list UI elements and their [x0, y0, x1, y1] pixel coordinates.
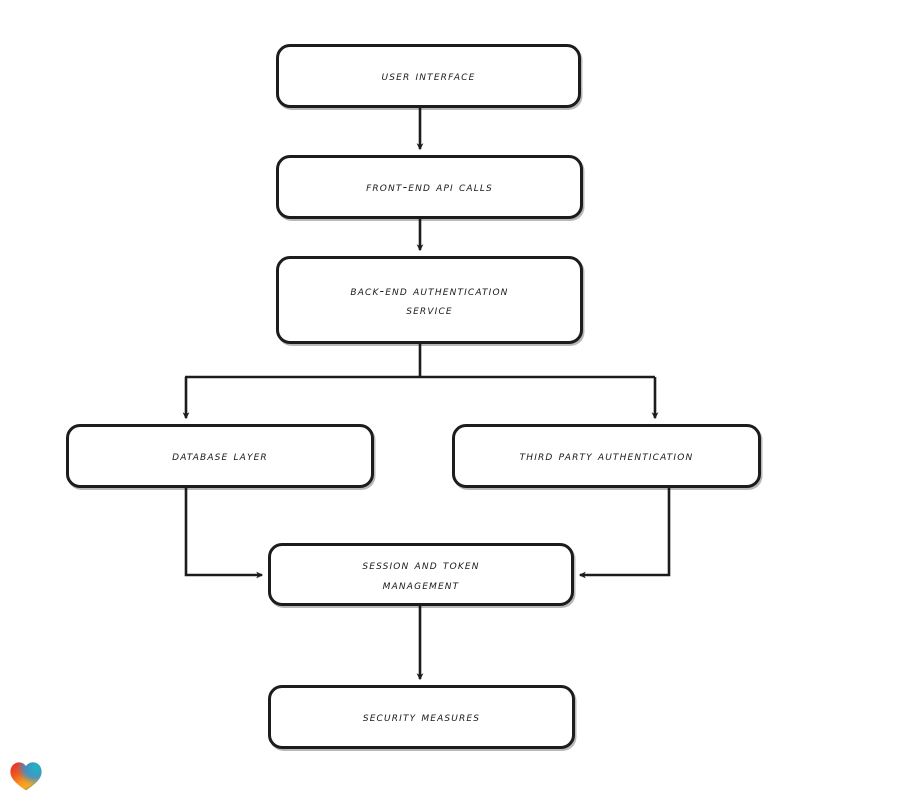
- node-session-and-token-management-label: Session and Token Management: [362, 557, 480, 592]
- node-backend-authentication-service-label: Back-End Authentication Service: [350, 282, 509, 317]
- gradient-heart-icon: [10, 762, 42, 791]
- node-frontend-api-calls[interactable]: Front-End API Calls: [276, 155, 583, 219]
- node-user-interface-label: User Interface: [381, 68, 476, 84]
- edge-database-to-session: [184, 488, 264, 579]
- edge-thirdparty-to-session: [578, 488, 671, 579]
- node-third-party-authentication-label: Third Party Authentication: [519, 448, 694, 464]
- node-frontend-api-calls-label: Front-End API Calls: [366, 179, 493, 195]
- node-security-measures-label: Security Measures: [362, 709, 481, 725]
- node-security-measures[interactable]: Security Measures: [268, 685, 575, 749]
- node-user-interface[interactable]: User Interface: [276, 44, 581, 108]
- node-backend-authentication-service[interactable]: Back-End Authentication Service: [276, 256, 583, 344]
- node-database-layer[interactable]: Database Layer: [66, 424, 374, 488]
- node-database-layer-label: Database Layer: [172, 448, 268, 464]
- node-third-party-authentication[interactable]: Third Party Authentication: [452, 424, 761, 488]
- node-session-and-token-management[interactable]: Session and Token Management: [268, 543, 574, 606]
